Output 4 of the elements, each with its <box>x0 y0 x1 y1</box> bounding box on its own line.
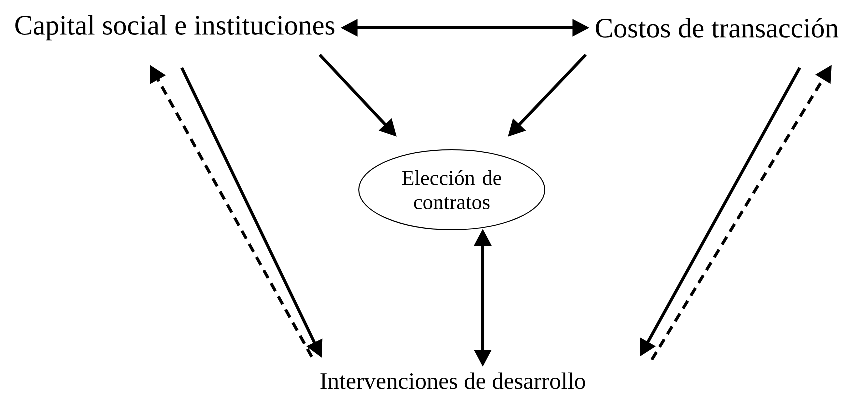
node-label: Costos de transacción <box>596 18 839 38</box>
ellipse-node: Elección de contratos <box>358 150 546 230</box>
node-label: Capital social e instituciones <box>16 15 335 41</box>
node-label: Intervenciones de desarrollo <box>320 372 586 390</box>
